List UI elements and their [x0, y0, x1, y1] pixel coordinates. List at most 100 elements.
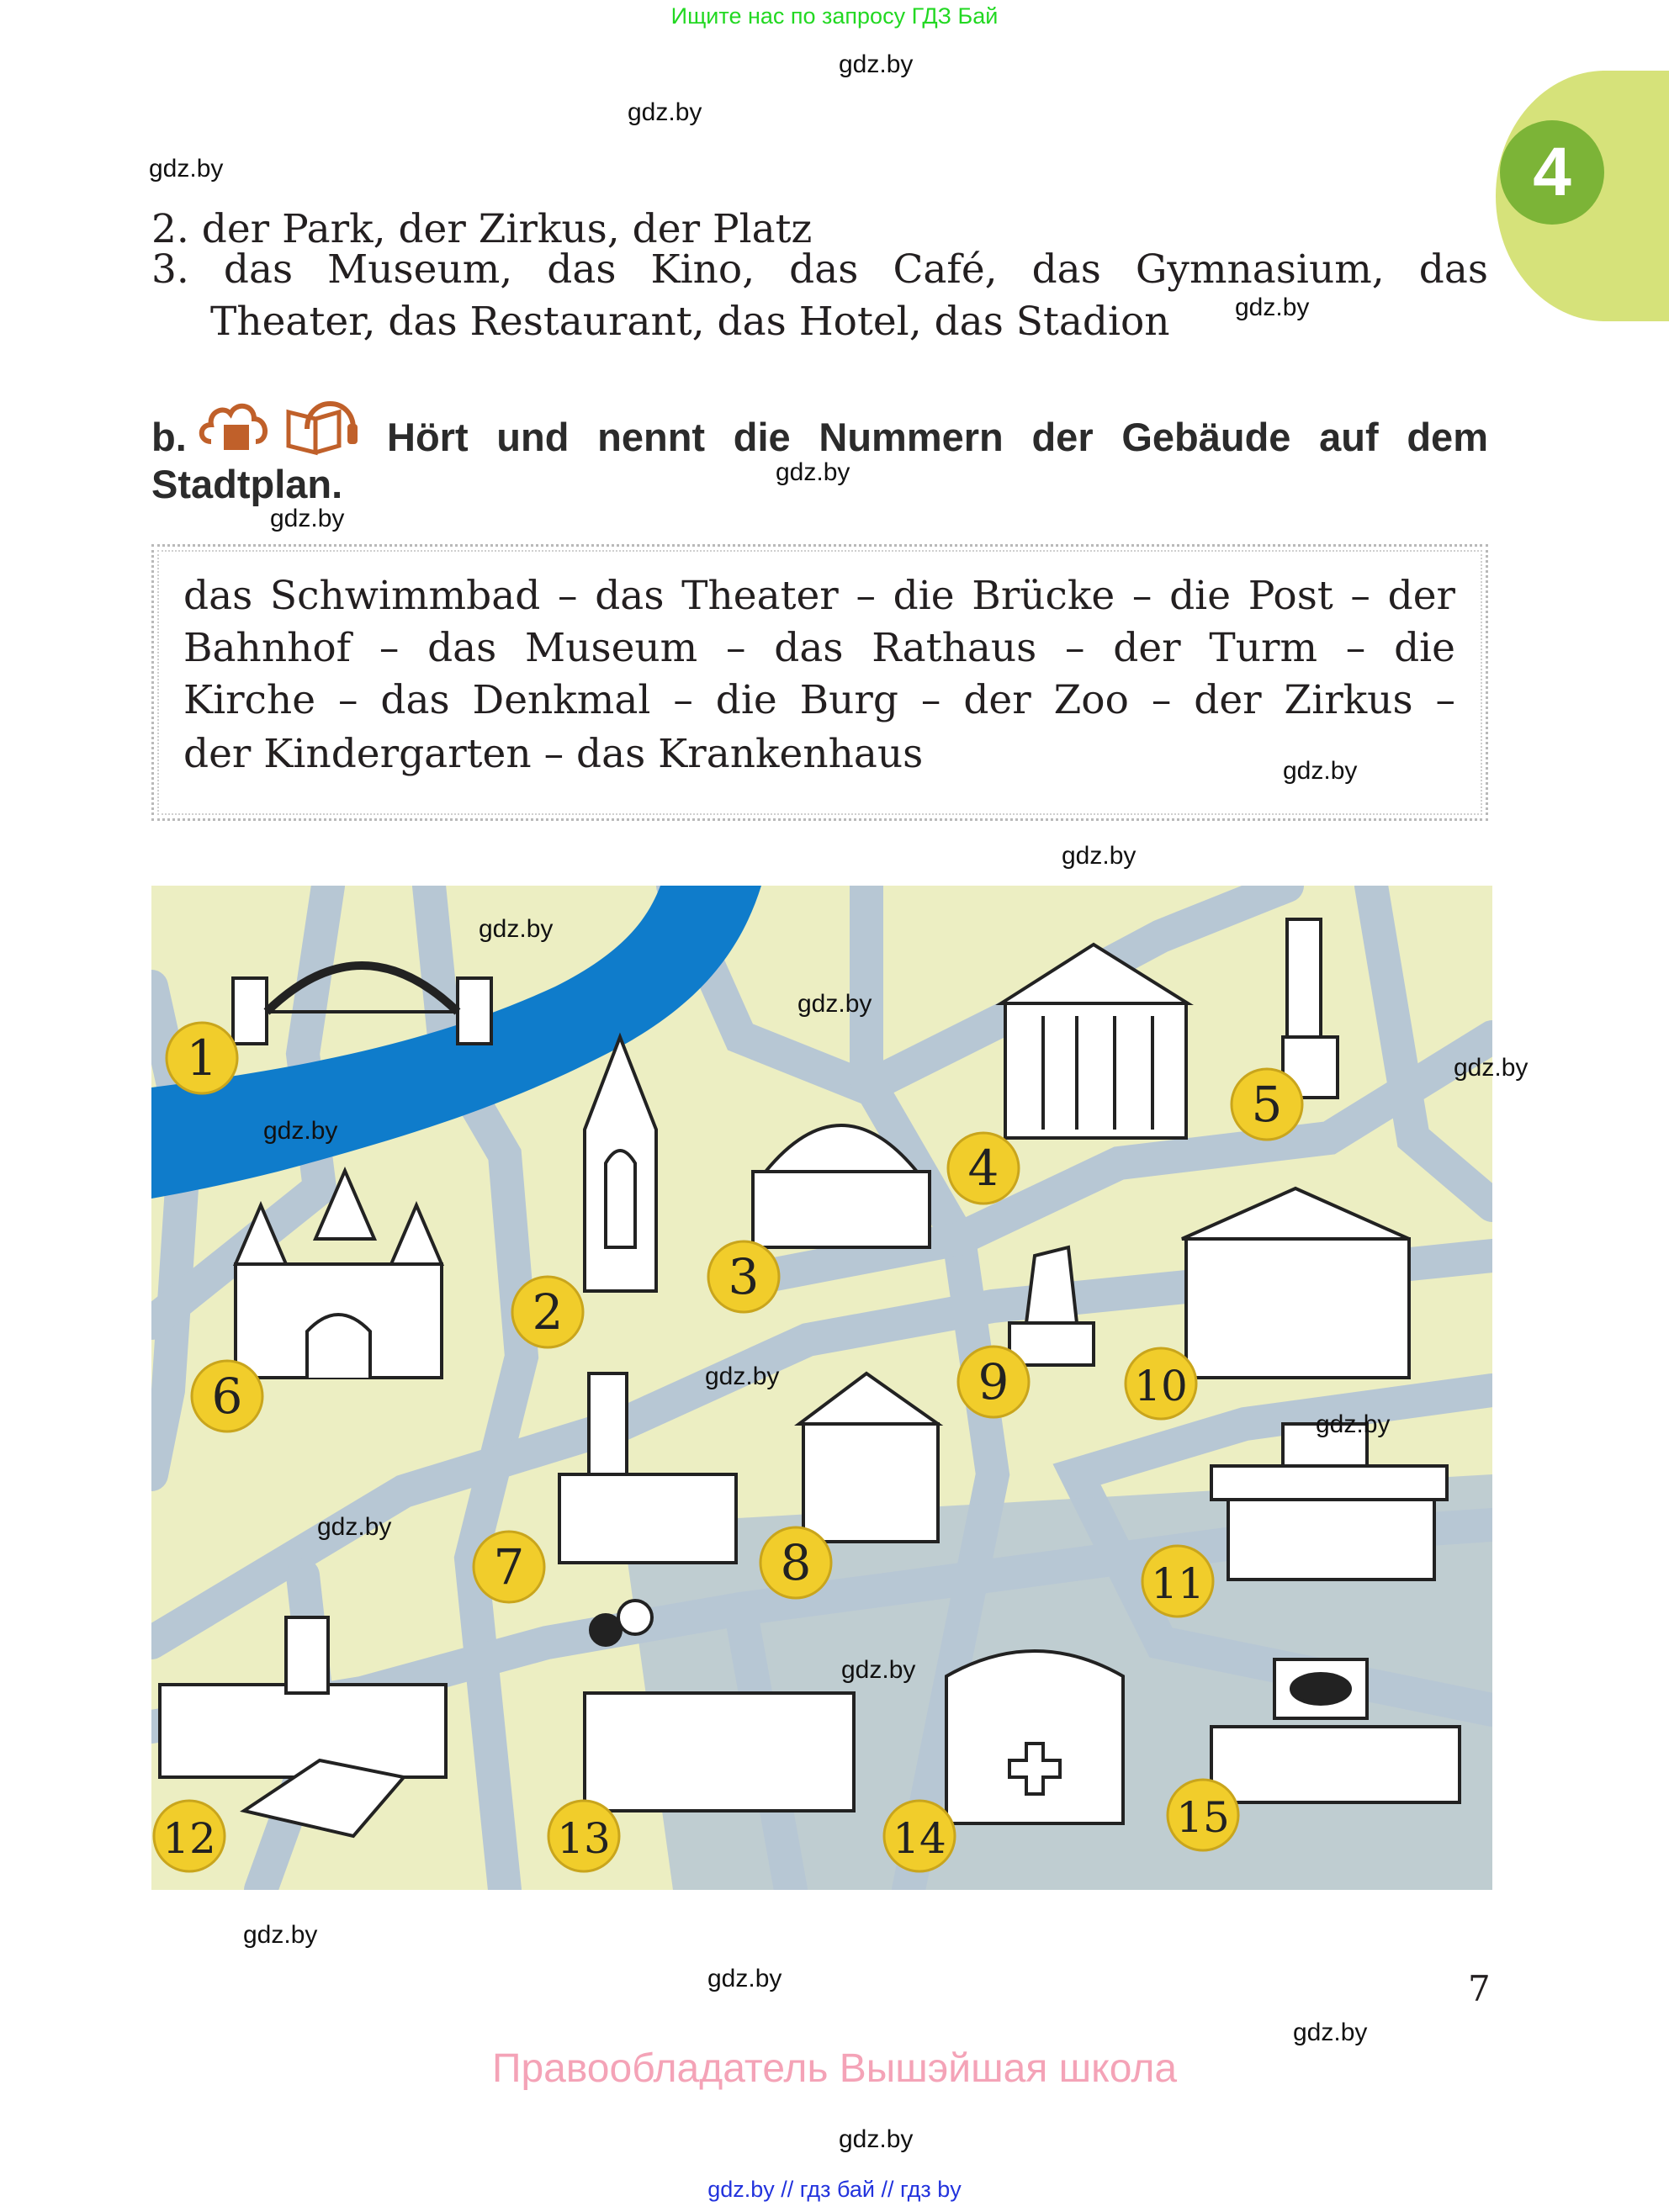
- watermark: gdz.by: [149, 155, 224, 183]
- map-number-badge: 2: [511, 1275, 585, 1349]
- badge-number: 15: [1176, 1793, 1230, 1842]
- word-box-line: Bahnhof – das Museum – das Rathaus – der…: [183, 625, 1455, 671]
- map-number-badge: 5: [1230, 1067, 1304, 1141]
- badge-circle: [152, 1799, 226, 1873]
- watermark: gdz.by: [1316, 1410, 1391, 1438]
- watermark: gdz.by: [1283, 757, 1358, 785]
- watermark: gdz.by: [270, 505, 345, 532]
- book-headphones-icon: [286, 401, 358, 456]
- word-box-line: Kirche – das Denkmal – die Burg – der Zo…: [183, 677, 1455, 723]
- badge-number: 3: [729, 1248, 760, 1305]
- search-banner[interactable]: Ищите нас по запросу ГДЗ Бай: [670, 3, 999, 29]
- badge-circle: [1166, 1778, 1240, 1852]
- list-item-3-cont: Theater, das Restaurant, das Hotel, das …: [210, 299, 1170, 345]
- map-number-badge: 14: [882, 1799, 956, 1873]
- palace-building: [1181, 1186, 1411, 1379]
- cloud-folder-icon: [199, 404, 268, 450]
- badge-number: 11: [1151, 1559, 1205, 1608]
- watermark: gdz.by: [776, 458, 850, 486]
- badge-circle: [511, 1275, 585, 1349]
- watermark: gdz.by: [1235, 294, 1310, 321]
- badge-circle: [1230, 1067, 1304, 1141]
- badge-circle: [472, 1530, 546, 1604]
- badge-number: 5: [1252, 1076, 1283, 1133]
- watermark: gdz.by: [1062, 842, 1137, 870]
- badge-number: 4: [968, 1140, 999, 1197]
- map-number-badge: 1: [165, 1021, 239, 1095]
- dome-building: [751, 1124, 931, 1249]
- post-office-building: [794, 1371, 944, 1543]
- map-number-badge: 4: [946, 1131, 1020, 1205]
- footer-links[interactable]: gdz.by // гдз бай // гдз by: [707, 2177, 962, 2202]
- badge-circle: [759, 1526, 833, 1600]
- copyright-notice: Правообладатель Вышэйшая школа: [491, 2046, 1178, 2091]
- badge-number: 9: [978, 1353, 1009, 1410]
- badge-number: 10: [1134, 1362, 1188, 1410]
- badge-number: 12: [162, 1814, 216, 1863]
- station-building: [158, 1616, 448, 1839]
- badge-circle: [165, 1021, 239, 1095]
- badge-circle: [882, 1799, 956, 1873]
- church-building: [583, 1032, 658, 1293]
- zoo-building: [1210, 1658, 1461, 1804]
- map-number-badge: 6: [190, 1359, 264, 1433]
- badge-number: 6: [212, 1368, 243, 1425]
- watermark: gdz.by: [1293, 2019, 1368, 2046]
- word-box-line: das Schwimmbad – das Theater – die Brück…: [183, 573, 1455, 619]
- map-number-badge: 8: [759, 1526, 833, 1600]
- tower-building: [1281, 918, 1339, 1099]
- theater-building: [995, 942, 1194, 1140]
- watermark: gdz.by: [797, 990, 872, 1018]
- page-number: 7: [1468, 1968, 1491, 2009]
- town-hall-building: [558, 1372, 738, 1564]
- map-number-badge: 11: [1141, 1544, 1215, 1618]
- map-number-badge: 3: [707, 1240, 781, 1314]
- watermark: gdz.by: [839, 50, 914, 78]
- map-buildings: [158, 918, 1461, 1839]
- watermark: gdz.by: [707, 1965, 782, 1992]
- map-number-badge: 10: [1124, 1347, 1198, 1421]
- badge-circle: [707, 1240, 781, 1314]
- watermark: gdz.by: [705, 1363, 780, 1390]
- badge-circle: [547, 1799, 621, 1873]
- badge-circle: [946, 1131, 1020, 1205]
- watermark: gdz.by: [263, 1117, 338, 1145]
- map-number-badge: 7: [472, 1530, 546, 1604]
- watermark: gdz.by: [1454, 1054, 1529, 1082]
- badge-number: 13: [557, 1814, 611, 1863]
- badge-number: 7: [494, 1538, 525, 1595]
- watermark: gdz.by: [839, 2125, 914, 2153]
- badge-circle: [956, 1345, 1031, 1419]
- badge-circle: [190, 1359, 264, 1433]
- badge-number: 8: [781, 1534, 812, 1591]
- unit-number-badge: 4: [1500, 120, 1604, 225]
- watermark: gdz.by: [479, 915, 554, 943]
- watermark: gdz.by: [841, 1656, 916, 1684]
- task-instruction: Hört und nennt die Nummern der Gebäude a…: [387, 415, 1488, 459]
- map-number-badge: 9: [956, 1345, 1031, 1419]
- task-letter: b.: [151, 415, 187, 459]
- list-item-3: 3. das Museum, das Kino, das Café, das G…: [151, 246, 1488, 293]
- badge-number: 2: [532, 1283, 564, 1341]
- swimming-pool-building: [1210, 1422, 1449, 1581]
- watermark: gdz.by: [628, 98, 702, 126]
- watermark: gdz.by: [317, 1513, 392, 1541]
- map-number-badge: 15: [1166, 1778, 1240, 1852]
- kindergarten-building: [583, 1599, 856, 1812]
- bridge-building: [231, 961, 493, 1045]
- task-instruction-cont: Stadtplan.: [151, 462, 343, 506]
- map-number-badge: 12: [152, 1799, 226, 1873]
- word-box-line: der Kindergarten – das Krankenhaus: [183, 731, 924, 777]
- list-item-2: 2. der Park, der Zirkus, der Platz: [151, 206, 813, 252]
- map-number-badge: 13: [547, 1799, 621, 1873]
- hospital-building: [945, 1649, 1125, 1825]
- watermark: gdz.by: [243, 1921, 318, 1949]
- badge-circle: [1124, 1347, 1198, 1421]
- word-box: [151, 544, 1488, 821]
- badge-circle: [1141, 1544, 1215, 1618]
- monument-building: [1008, 1245, 1095, 1367]
- castle-building: [232, 1166, 445, 1379]
- badge-number: 14: [893, 1814, 946, 1863]
